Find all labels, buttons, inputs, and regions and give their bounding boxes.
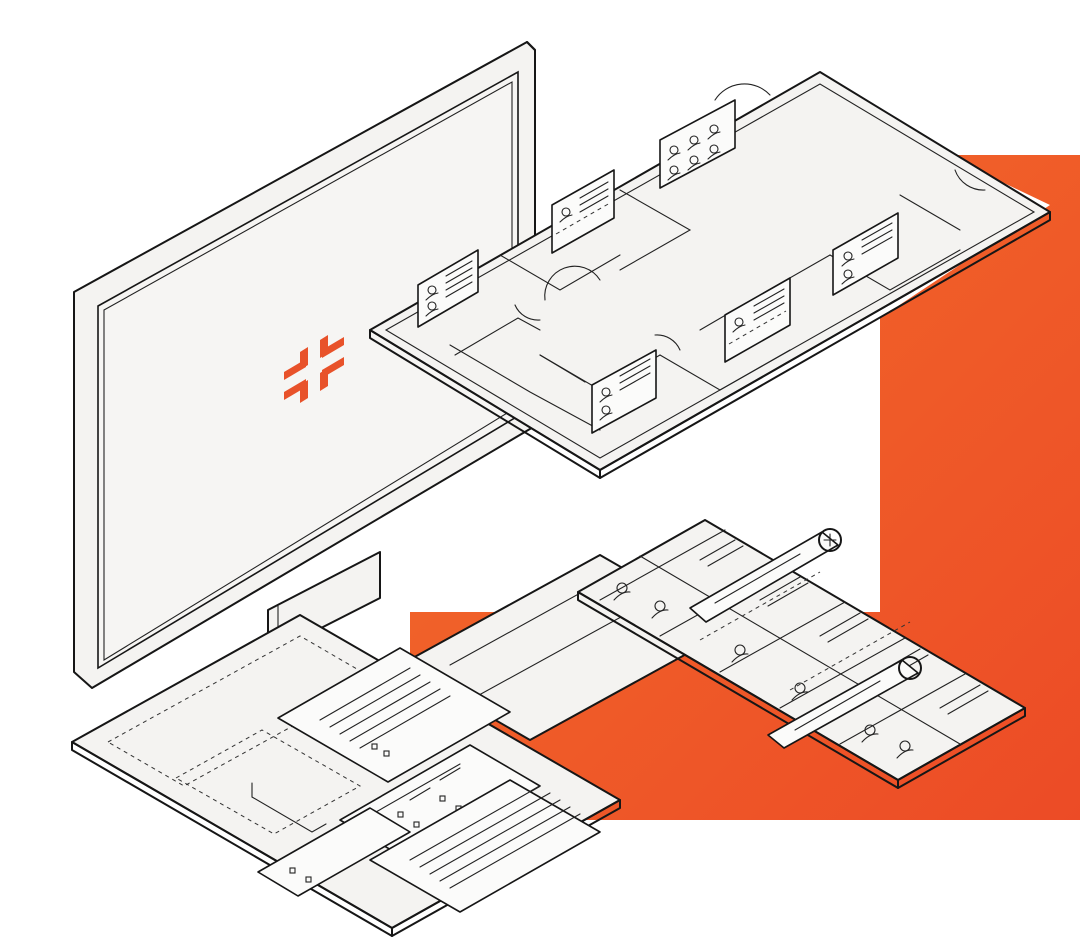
document-card-bottom — [257, 807, 411, 897]
person-icon — [613, 582, 631, 601]
person-icon — [731, 644, 749, 663]
checkbox-icon — [289, 867, 296, 874]
person-icon — [651, 600, 669, 619]
monitor — [73, 41, 536, 689]
schedule-board — [577, 519, 1026, 789]
checkbox-icon — [413, 821, 420, 828]
person-icon — [896, 740, 914, 759]
document-lines-right — [369, 779, 601, 913]
person-icon — [861, 724, 879, 743]
schedule-bar-top — [689, 528, 842, 623]
person-icon — [791, 682, 809, 701]
document-card-top — [277, 647, 511, 783]
seat-card — [724, 277, 791, 363]
seat-card — [551, 169, 615, 254]
checkbox-icon — [371, 743, 378, 750]
checkbox-icon — [439, 795, 446, 802]
schedule-bar-bottom — [767, 656, 922, 749]
seat-card — [417, 249, 479, 328]
seat-card — [591, 349, 657, 434]
checkbox-icon — [305, 876, 312, 883]
seat-card — [832, 212, 899, 296]
plus-icon — [823, 533, 837, 547]
logo-mark-icon — [284, 335, 344, 403]
seat-card — [659, 99, 736, 189]
checkbox-icon — [383, 750, 390, 757]
checkbox-icon — [397, 811, 404, 818]
